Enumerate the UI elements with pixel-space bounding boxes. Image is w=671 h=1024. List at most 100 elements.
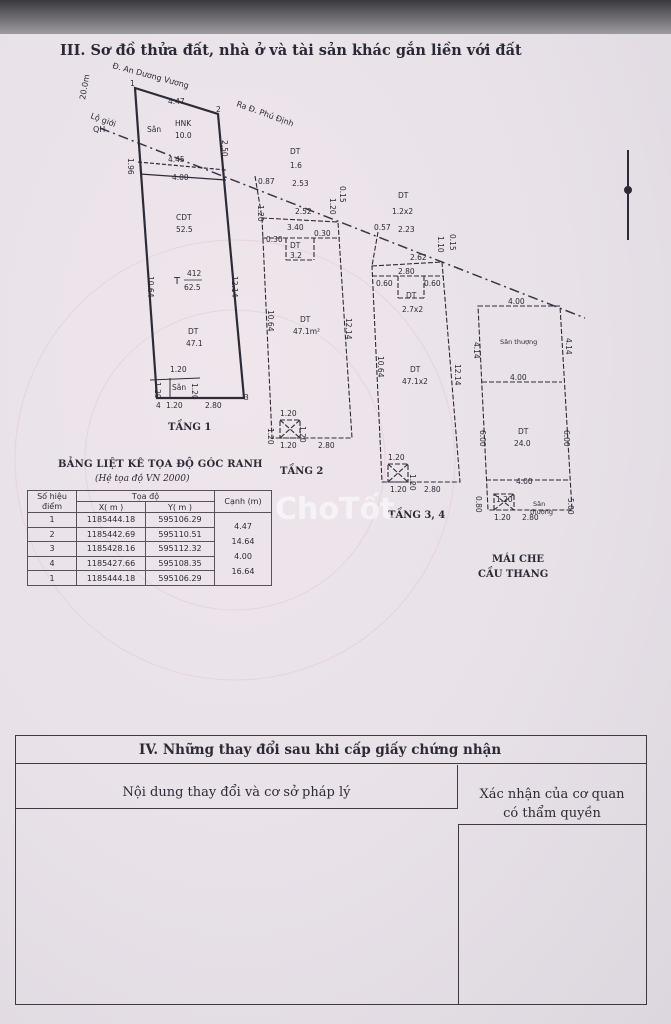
col-coord: Tọa độ [76,490,215,502]
svg-text:4.14: 4.14 [472,342,481,359]
svg-text:6.00: 6.00 [562,430,571,447]
floor2-labels: DT 1.6 0.87 2.53 0.15 1.20 1.20 2.52 3.4… [256,147,353,450]
svg-text:47.1m²: 47.1m² [293,327,320,336]
north-arrow-icon [624,150,632,240]
svg-text:4.45: 4.45 [168,155,185,164]
svg-text:1.20: 1.20 [280,441,297,450]
svg-text:1.20: 1.20 [266,428,275,445]
roof-title-2: CẦU THANG [478,567,548,580]
svg-text:0.30: 0.30 [314,229,331,238]
road-boundary-line [99,127,586,319]
svg-text:1.20: 1.20 [190,383,199,400]
floor2-plan [254,175,353,439]
svg-text:1.6: 1.6 [290,161,302,170]
svg-text:2.52: 2.52 [295,207,312,216]
svg-text:1.20: 1.20 [298,426,307,443]
svg-text:Sân: Sân [147,125,161,134]
floor34-labels: DT 1.2x2 0.57 2.23 0.15 1.10 2.62 2.80 0… [374,191,462,494]
svg-text:1.10: 1.10 [436,236,445,253]
svg-text:2.80: 2.80 [205,401,222,410]
svg-text:4.14: 4.14 [564,338,573,355]
svg-text:Sân: Sân [533,500,545,508]
svg-text:12.14: 12.14 [344,318,353,340]
svg-text:3: 3 [244,393,249,402]
svg-text:thượng: thượng [530,508,553,516]
svg-text:0.87: 0.87 [258,177,275,186]
svg-text:HNK: HNK [175,119,192,128]
svg-text:1: 1 [130,79,135,88]
svg-text:4.47: 4.47 [168,97,185,106]
svg-text:2.7x2: 2.7x2 [402,305,423,314]
svg-text:1.20: 1.20 [408,474,417,491]
section-iv-title: IV. Những thay đổi sau khi cấp giấy chứn… [16,736,646,764]
svg-text:Sân: Sân [172,383,186,392]
svg-text:1.20: 1.20 [166,401,183,410]
svg-text:24.0: 24.0 [514,439,531,448]
svg-text:0.30: 0.30 [266,235,283,244]
svg-text:2.53: 2.53 [292,179,309,188]
svg-text:47.1x2: 47.1x2 [402,377,428,386]
svg-text:DT: DT [290,241,301,250]
edge-value: 4.00 [234,552,252,561]
floor2-title: TẦNG 2 [280,464,323,477]
svg-text:412: 412 [187,269,202,278]
svg-text:2.80: 2.80 [398,267,415,276]
svg-text:4.00: 4.00 [508,297,525,306]
svg-text:47.1: 47.1 [186,339,203,348]
roof-labels: 4.00 Sân thượng 4.14 4.14 4.00 DT 24.0 6… [472,297,575,522]
coord-table-subtitle: (Hệ tọa độ VN 2000) [95,474,190,484]
edge-value: 16.64 [231,567,255,576]
svg-text:2.80: 2.80 [318,441,335,450]
roof-title-1: MÁI CHE [492,553,544,565]
svg-text:3.2: 3.2 [290,251,302,260]
svg-text:52.5: 52.5 [176,225,193,234]
svg-text:0.60: 0.60 [376,279,393,288]
svg-text:1.96: 1.96 [126,158,135,175]
svg-text:DT: DT [188,327,199,336]
floor34-title: TẦNG 3, 4 [388,508,445,521]
svg-text:2.50: 2.50 [220,140,229,157]
svg-text:62.5: 62.5 [184,283,201,292]
edge-value: 4.47 [234,522,252,531]
svg-text:1.20: 1.20 [494,513,511,522]
svg-text:0.15: 0.15 [338,186,347,203]
svg-text:1.20: 1.20 [388,453,405,462]
svg-text:DT: DT [290,147,301,156]
svg-text:DT: DT [398,191,409,200]
svg-text:T: T [173,276,181,287]
svg-text:Sân thượng: Sân thượng [500,338,537,346]
svg-text:1.20: 1.20 [496,495,513,504]
section-iv-divider [458,825,459,1004]
col-y: Y( m ) [145,501,215,513]
svg-text:DT: DT [410,365,421,374]
svg-text:2: 2 [216,105,221,114]
svg-text:2.80: 2.80 [522,513,539,522]
svg-text:4.00: 4.00 [172,173,189,182]
svg-text:0.15: 0.15 [448,234,457,251]
road1-label: Đ. An Dương Vương [111,61,189,90]
section-iii-title: III. Sơ đồ thửa đất, nhà ở và tài sản kh… [60,42,522,59]
svg-text:6.00: 6.00 [478,430,487,447]
svg-text:10.0: 10.0 [175,131,192,140]
svg-text:1.20: 1.20 [390,485,407,494]
svg-text:4.00: 4.00 [516,477,533,486]
svg-text:1.20: 1.20 [153,382,162,399]
svg-text:1.20: 1.20 [328,198,337,215]
svg-text:12.14: 12.14 [230,276,239,298]
road-width-label: 20.0m [78,73,91,100]
svg-text:0.80: 0.80 [474,496,483,513]
col-x: X( m ) [76,501,146,513]
qh-label: QH [93,125,105,134]
svg-text:1.20: 1.20 [170,365,187,374]
svg-text:5.00: 5.00 [566,498,575,515]
floor1-plan [133,86,246,400]
floor1-labels: 4.47 Sân HNK 10.0 1.96 2.50 4.45 4.00 CD… [126,79,249,410]
section-iv-table: IV. Những thay đổi sau khi cấp giấy chứn… [15,735,647,1005]
